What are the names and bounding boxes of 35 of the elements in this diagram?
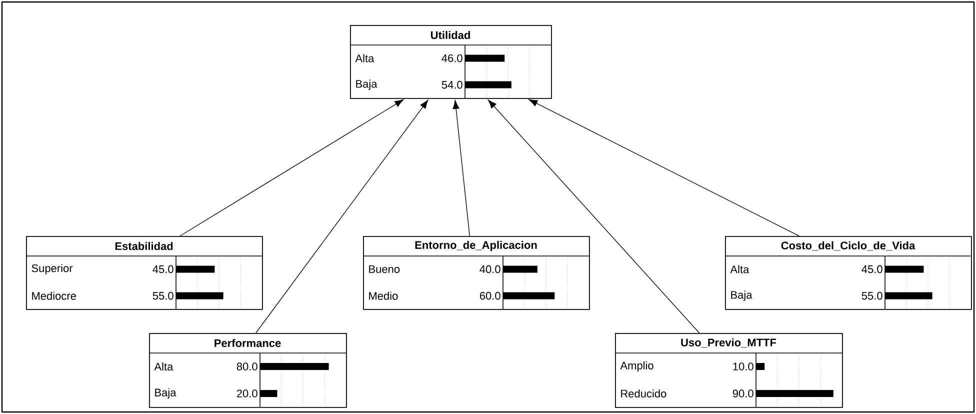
arrow: [488, 100, 700, 334]
state-label: Bueno: [369, 265, 400, 274]
arrow: [528, 99, 800, 236]
probability-value: 55.0: [152, 292, 174, 300]
arrow: [256, 100, 428, 334]
node-title: Performance: [214, 338, 281, 348]
arrow: [180, 99, 404, 236]
state-label: Baja: [155, 388, 176, 399]
probability-value: 40.0: [480, 265, 500, 274]
probability-value: 45.0: [862, 265, 882, 274]
node-title: Costo_del_Ciclo_de_Vida: [781, 241, 916, 251]
node-title: Uso_Previo_MTTF: [681, 338, 776, 348]
probability-value: 10.0: [733, 362, 754, 370]
state-label: Alta: [154, 362, 174, 371]
state-label: Baja: [731, 290, 752, 301]
state-label: Medio: [369, 292, 398, 300]
state-label: Alta: [355, 54, 374, 62]
probability-value: 45.0: [152, 265, 174, 274]
state-label: Mediocre: [32, 292, 76, 300]
probability-value: 55.0: [862, 292, 882, 300]
probability-value: 54.0: [442, 80, 462, 89]
node-title: Entorno_de_Aplicacion: [415, 240, 537, 252]
probability-value: 90.0: [732, 390, 754, 398]
state-label: Superior: [32, 264, 73, 274]
state-label: Baja: [356, 80, 378, 90]
state-label: Alta: [730, 265, 750, 274]
probability-value: 20.0: [236, 390, 258, 398]
node-title: Utilidad: [431, 30, 470, 40]
probability-value: 46.0: [442, 54, 462, 62]
state-label: Amplio: [620, 361, 654, 372]
probability-value: 80.0: [236, 362, 258, 370]
node-title: Estabilidad: [115, 242, 173, 250]
arrow: [452, 100, 470, 236]
state-label: Reducido: [621, 389, 666, 398]
probability-value: 60.0: [480, 292, 500, 300]
